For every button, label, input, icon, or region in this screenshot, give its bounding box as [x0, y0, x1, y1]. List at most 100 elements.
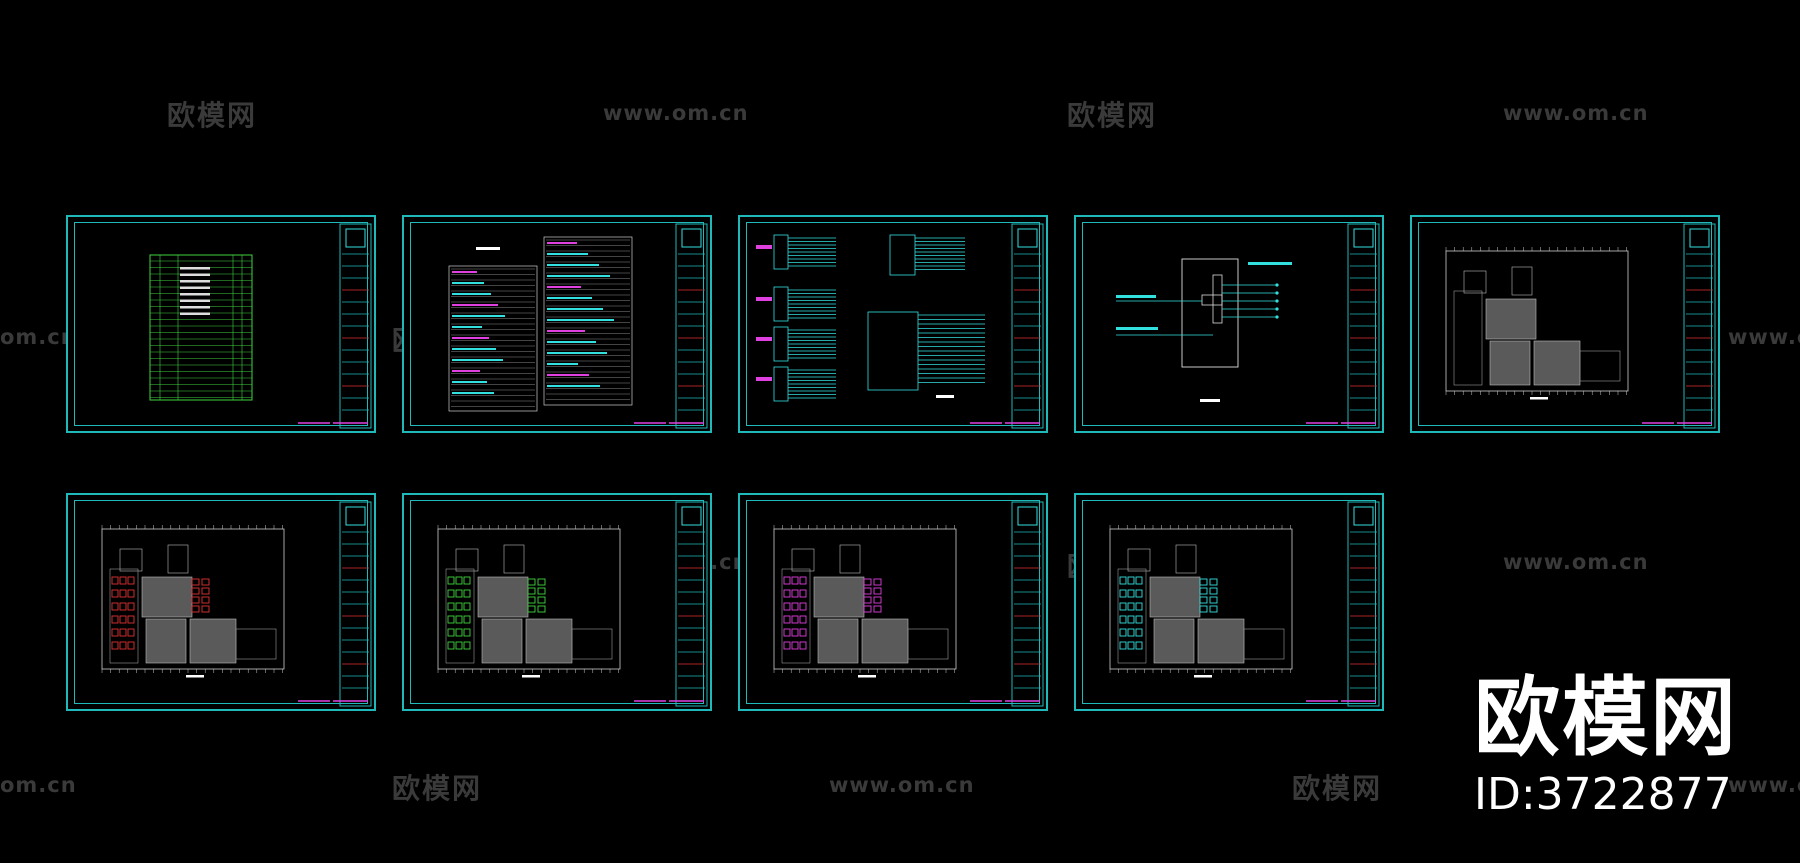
system-node [1275, 307, 1279, 311]
plan-overlay-mark [1127, 589, 1135, 598]
sheet-artwork [101, 501, 372, 707]
plan-overlay-mark [191, 596, 200, 604]
title-block-logo [681, 506, 702, 526]
plan-zone [189, 618, 237, 664]
drawing-sheet-floor-plan-magenta[interactable] [738, 493, 1048, 711]
plan-overlay-mark [1127, 615, 1135, 624]
watermark-url: www.om.cn [1503, 101, 1649, 125]
sheet-artwork [1109, 501, 1380, 707]
plan-overlay-mark [463, 602, 471, 611]
watermark-url: om.cn [0, 773, 77, 797]
drawing-list-table [149, 254, 253, 401]
plan-caption [1530, 397, 1548, 400]
title-block-logo [681, 228, 702, 248]
plan-overlay-mark [119, 576, 127, 585]
drawing-sheet-floor-plan-red[interactable] [66, 493, 376, 711]
title-block [1347, 501, 1380, 707]
plan-overlay-mark [119, 602, 127, 611]
plan-overlay-mark [1199, 605, 1208, 613]
plan-overlay-mark [1135, 628, 1143, 637]
plan-zone [1153, 618, 1195, 664]
plan-room [791, 548, 815, 572]
plan-room [1511, 266, 1533, 296]
drawing-sheet-system-diagram[interactable] [1074, 215, 1384, 433]
plan-overlay-mark [783, 641, 791, 650]
plan-overlay-mark [447, 602, 455, 611]
schematic-panel [773, 286, 789, 322]
brand-name: 欧模网 [1474, 667, 1738, 768]
note-text [452, 293, 491, 295]
plan-overlay-mark [127, 628, 135, 637]
title-block [675, 501, 708, 707]
title-block-logo [1017, 228, 1038, 248]
plan-overlay-mark [863, 587, 872, 595]
plan-overlay-mark [1135, 589, 1143, 598]
plan-room [235, 628, 277, 660]
plan-room [1127, 548, 1151, 572]
plan-overlay-mark [111, 576, 119, 585]
note-text [547, 253, 588, 255]
title-block [339, 501, 372, 707]
schematic-label [756, 245, 772, 249]
note-text [452, 392, 494, 394]
title-block [1011, 501, 1044, 707]
drawing-sheet-floor-plan[interactable] [1410, 215, 1720, 433]
table-text [180, 306, 210, 309]
schematic-caption [936, 395, 954, 398]
plan-room [455, 548, 479, 572]
title-block-logo [1689, 228, 1710, 248]
sheet-artwork [149, 223, 372, 429]
plan-overlay-mark [799, 589, 807, 598]
plan-room [1243, 628, 1285, 660]
plan-overlay-mark [447, 641, 455, 650]
plan-overlay-mark [873, 596, 882, 604]
table-text [180, 267, 210, 270]
plan-overlay-mark [119, 615, 127, 624]
plan-zone [813, 576, 865, 618]
plan-zone [141, 576, 193, 618]
plan-overlay-mark [1119, 576, 1127, 585]
plan-overlay-mark [783, 589, 791, 598]
plan-zone [817, 618, 859, 664]
note-text [547, 275, 610, 277]
title-block [339, 223, 372, 429]
table-text [180, 312, 210, 315]
plan-overlay-mark [111, 628, 119, 637]
plan-overlay-mark [863, 605, 872, 613]
title-block [675, 223, 708, 429]
table-text [180, 286, 210, 289]
plan-overlay-mark [201, 596, 210, 604]
plan-room [571, 628, 613, 660]
plan-room [1453, 290, 1483, 386]
drawing-sheet-drawing-list[interactable] [66, 215, 376, 433]
drawing-sheet-design-notes[interactable] [402, 215, 712, 433]
table-text [180, 273, 210, 276]
plan-overlay-mark [1127, 602, 1135, 611]
notes-heading [476, 247, 500, 250]
plan-overlay-mark [201, 578, 210, 586]
drawing-sheet-schematic[interactable] [738, 215, 1048, 433]
plan-overlay-mark [455, 576, 463, 585]
plan-overlay-mark [447, 576, 455, 585]
plan-overlay-mark [537, 605, 546, 613]
plan-overlay-mark [527, 596, 536, 604]
notes-block-left [448, 265, 538, 412]
plan-overlay-mark [783, 576, 791, 585]
plan-overlay-mark [455, 602, 463, 611]
plan-overlay-mark [863, 578, 872, 586]
plan-overlay-mark [527, 605, 536, 613]
title-block-logo [345, 228, 366, 248]
drawing-sheet-floor-plan-teal[interactable] [1074, 493, 1384, 711]
note-text [547, 330, 585, 332]
system-bus [1212, 274, 1223, 324]
plan-overlay-mark [1209, 605, 1218, 613]
plan-overlay-mark [1209, 578, 1218, 586]
plan-overlay-mark [1119, 602, 1127, 611]
drawing-sheet-floor-plan-green[interactable] [402, 493, 712, 711]
plan-overlay-mark [127, 576, 135, 585]
system-device [1201, 294, 1223, 306]
plan-overlay-mark [799, 602, 807, 611]
plan-overlay-mark [799, 641, 807, 650]
plan-overlay-mark [1199, 578, 1208, 586]
plan-overlay-mark [1119, 641, 1127, 650]
